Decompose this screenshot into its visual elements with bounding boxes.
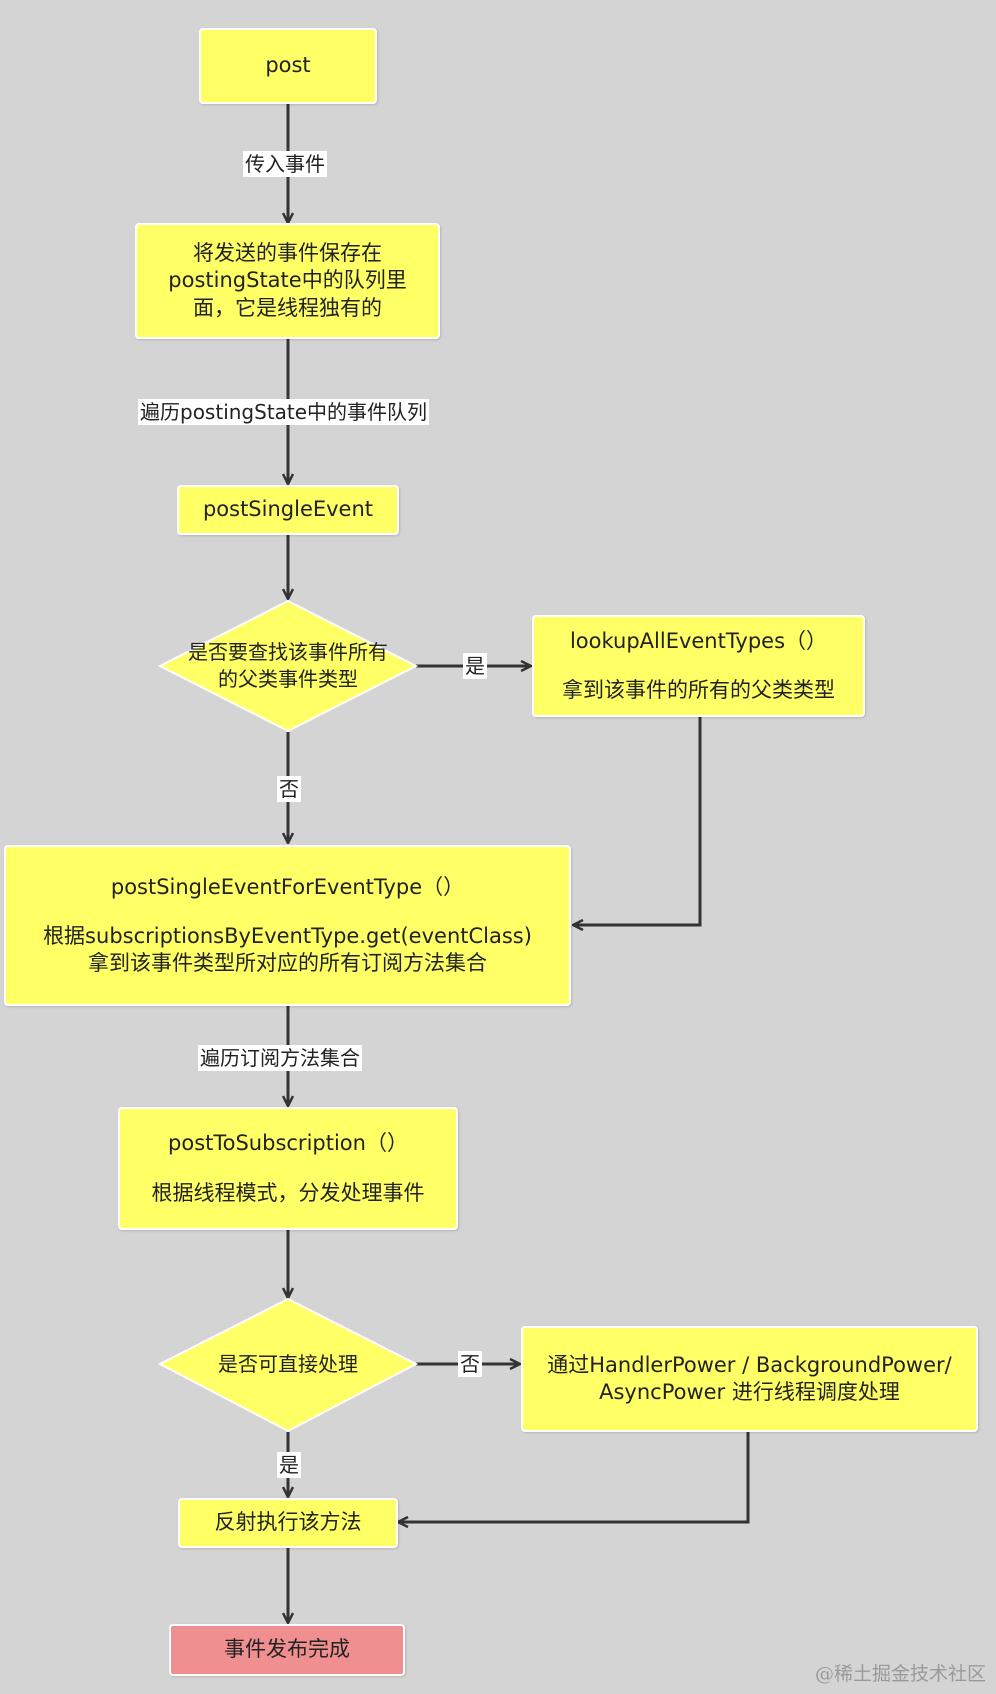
thread-dispatch-line-2: AsyncPower 进行线程调度处理 <box>599 1380 900 1404</box>
lookup-decision-text: 是否要查找该事件所有 的父类事件类型 <box>168 630 408 702</box>
invoke-method-node[interactable]: 反射执行该方法 <box>178 1498 398 1548</box>
done-node[interactable]: 事件发布完成 <box>169 1624 405 1676</box>
edge-lookup-to-posttype <box>573 717 702 925</box>
edge-label-iterate-methods: 遍历订阅方法集合 <box>198 1045 362 1071</box>
edge-dispatch-to-invoke <box>398 1432 750 1522</box>
posttype-desc-1: 根据subscriptionsByEventType.get(eventClas… <box>43 923 532 948</box>
invoke-label: 反射执行该方法 <box>214 1510 362 1535</box>
watermark: @稀土掘金技术社区 <box>814 1663 986 1685</box>
save-queue-line-3: 面，它是线程独有的 <box>193 295 382 320</box>
lookup-decision-diamond <box>157 599 419 733</box>
done-label: 事件发布完成 <box>224 1637 350 1662</box>
direct-decision-label: 是否可直接处理 <box>218 1351 358 1376</box>
post-node[interactable]: post <box>199 28 377 104</box>
edge-label-iterate-queue: 遍历postingState中的事件队列 <box>138 399 430 425</box>
edge-label-no-2: 否 <box>458 1351 482 1377</box>
edge-label-no-1: 否 <box>277 776 301 802</box>
posttype-title: postSingleEventForEventType（） <box>110 874 465 899</box>
lookup-desc: 拿到该事件的所有的父类类型 <box>562 678 835 702</box>
thread-dispatch-line-1: 通过HandlerPower / BackgroundPower/ <box>547 1352 952 1377</box>
direct-decision-text: 是否可直接处理 <box>168 1340 408 1388</box>
direct-decision-diamond <box>157 1297 419 1433</box>
post-single-event-node[interactable]: postSingleEvent <box>177 485 399 535</box>
edge-label-yes-1: 是 <box>463 653 487 679</box>
edge-label-yes-2: 是 <box>277 1452 301 1478</box>
thread-dispatch-node[interactable]: 通过HandlerPower / BackgroundPower/ AsyncP… <box>521 1326 978 1432</box>
subscription-desc: 根据线程模式，分发处理事件 <box>151 1180 425 1205</box>
save-queue-node[interactable]: 将发送的事件保存在 postingState中的队列里 面，它是线程独有的 <box>135 223 440 339</box>
lookup-title: lookupAllEventTypes（） <box>569 628 828 653</box>
post-to-subscription-node[interactable]: postToSubscription（） 根据线程模式，分发处理事件 <box>118 1107 458 1230</box>
post-single-event-for-type-node[interactable]: postSingleEventForEventType（） 根据subscrip… <box>4 845 571 1006</box>
lookup-decision-line-2: 的父类事件类型 <box>218 667 358 691</box>
edge-label-pass-event: 传入事件 <box>243 151 327 177</box>
post-node-label: post <box>265 53 311 78</box>
save-queue-line-1: 将发送的事件保存在 <box>193 241 382 266</box>
subscription-title: postToSubscription（） <box>168 1131 408 1156</box>
lookup-all-event-types-node[interactable]: lookupAllEventTypes（） 拿到该事件的所有的父类类型 <box>532 615 865 717</box>
post-single-event-label: postSingleEvent <box>202 497 374 522</box>
lookup-decision-line-1: 是否要查找该事件所有 <box>188 640 388 664</box>
posttype-desc-2: 拿到该事件类型所对应的所有订阅方法集合 <box>88 951 487 976</box>
save-queue-line-2: postingState中的队列里 <box>168 268 407 293</box>
